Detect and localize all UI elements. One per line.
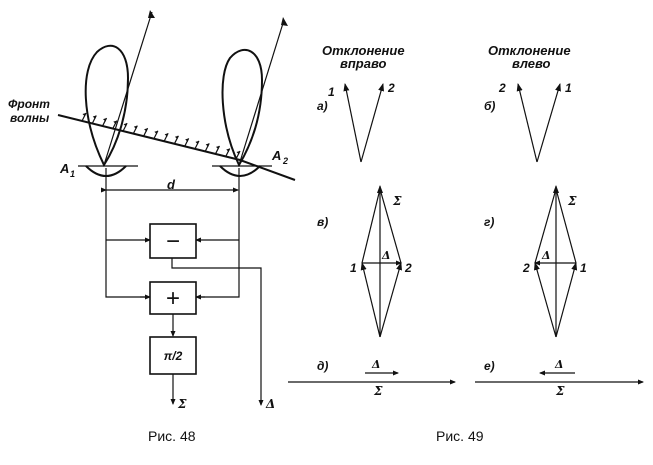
wave-front-hatch-arrow: [123, 123, 128, 127]
rhombus-g-sigma: Σ: [567, 194, 577, 208]
minus-block: [149, 223, 197, 259]
fig49-caption: Рис. 49: [436, 428, 484, 444]
ray-2-arrow: [281, 17, 288, 26]
vector-a-1-label: 1: [328, 85, 335, 99]
antenna2-sub: 2: [282, 156, 288, 166]
rhombus-v-sigma: Σ: [392, 194, 402, 208]
left-deviation-title-1: Отклонение: [488, 43, 571, 58]
fig49-vector-diagrams: Отклонение вправо Отклонение влево а) 1 …: [288, 43, 644, 444]
phase-block: [149, 336, 197, 375]
rhombus-v-2: [379, 262, 402, 338]
rhombus-v-upper-left: [361, 188, 381, 264]
wave-front-hatch-arrow: [103, 118, 107, 122]
wave-front-hatch-arrow: [236, 151, 240, 155]
wire-diff-out: [171, 258, 264, 406]
label-g: г): [484, 215, 494, 229]
plus-block: [149, 281, 197, 315]
wire-a2-down: [196, 168, 240, 298]
vector-b-2: [516, 83, 538, 163]
wave-front-hatch-arrow: [215, 145, 220, 150]
left-deviation-title-2: влево: [512, 56, 551, 71]
vector-a-2-label: 2: [387, 81, 395, 95]
diff-output-label: Δ: [265, 397, 275, 411]
antenna1-lobe: [84, 44, 130, 168]
rhombus-g-1-label: 1: [580, 261, 587, 275]
wave-front-hatch-arrow: [226, 148, 230, 152]
label-b: б): [484, 99, 495, 113]
rhombus-g-upper-left: [534, 188, 557, 264]
antenna1-label: A: [59, 161, 69, 176]
antenna1-sub: 1: [70, 169, 75, 179]
e-sigma-label: Σ: [555, 384, 565, 398]
wave-front-hatch-arrow: [154, 130, 158, 135]
rhombus-g-1: [555, 262, 578, 338]
spacing-label: d: [167, 177, 176, 192]
label-d: д): [317, 359, 328, 373]
rhombus-g-delta: Δ: [541, 249, 551, 262]
rhombus-v-1-label: 1: [350, 261, 357, 275]
wave-front-label-1: Фронт: [8, 97, 50, 111]
label-a: а): [317, 99, 328, 113]
label-v: в): [317, 215, 328, 229]
wave-front-hatch-arrow: [195, 140, 199, 145]
right-deviation-title-1: Отклонение: [322, 43, 405, 58]
rhombus-v-2-label: 2: [404, 261, 412, 275]
rhombus-g-2-label: 2: [522, 261, 530, 275]
rhombus-v-1: [360, 262, 381, 338]
wave-front-line: [57, 114, 296, 181]
wire-a1-down: [105, 168, 150, 298]
wave-front-hatch-arrow: [133, 125, 138, 130]
antenna2-dish: [219, 165, 261, 177]
ray-1-arrow: [148, 10, 155, 18]
wave-front-hatch-arrow: [144, 128, 148, 132]
rhombus-g-2: [534, 262, 557, 338]
wave-front-hatch-arrow: [92, 115, 97, 120]
minus-block-label: −: [166, 228, 180, 255]
right-deviation-title-2: вправо: [340, 56, 386, 71]
wave-front-hatch-arrow: [174, 135, 179, 140]
wave-front-label-2: волны: [10, 111, 50, 125]
e-delta-label: Δ: [554, 358, 564, 371]
wave-front-hatch-arrow: [185, 138, 189, 142]
rhombus-g-upper-right: [555, 188, 577, 264]
phase-block-label: π/2: [164, 349, 183, 363]
plus-block-label: +: [166, 285, 180, 312]
d-sigma-label: Σ: [373, 384, 383, 398]
vector-b-2-label: 2: [498, 81, 506, 95]
wave-front-hatch-arrow: [82, 113, 86, 117]
vector-a-1: [343, 83, 362, 163]
fig48-antenna-array: Фронт волны A 1 A 2 d − + π/2 Σ Δ Рис. 4…: [8, 10, 296, 444]
vector-b-1-label: 1: [565, 81, 572, 95]
fig48-caption: Рис. 48: [148, 428, 196, 444]
sum-output-label: Σ: [177, 397, 187, 411]
antenna2-lobe: [221, 48, 264, 168]
vector-b-1: [536, 83, 561, 163]
rhombus-v-upper-right: [379, 188, 402, 264]
wave-front-hatches: [81, 112, 241, 160]
ray-1: [103, 11, 153, 166]
wave-front-hatch-arrow: [164, 133, 169, 137]
wave-front-hatch-arrow: [113, 120, 117, 125]
label-e: е): [484, 359, 495, 373]
vector-a-2: [360, 83, 384, 163]
ray-2: [238, 19, 285, 166]
antenna2-label: A: [271, 148, 281, 163]
rhombus-v-delta: Δ: [381, 249, 391, 262]
d-delta-label: Δ: [371, 358, 381, 371]
wave-front-hatch-arrow: [205, 143, 210, 147]
